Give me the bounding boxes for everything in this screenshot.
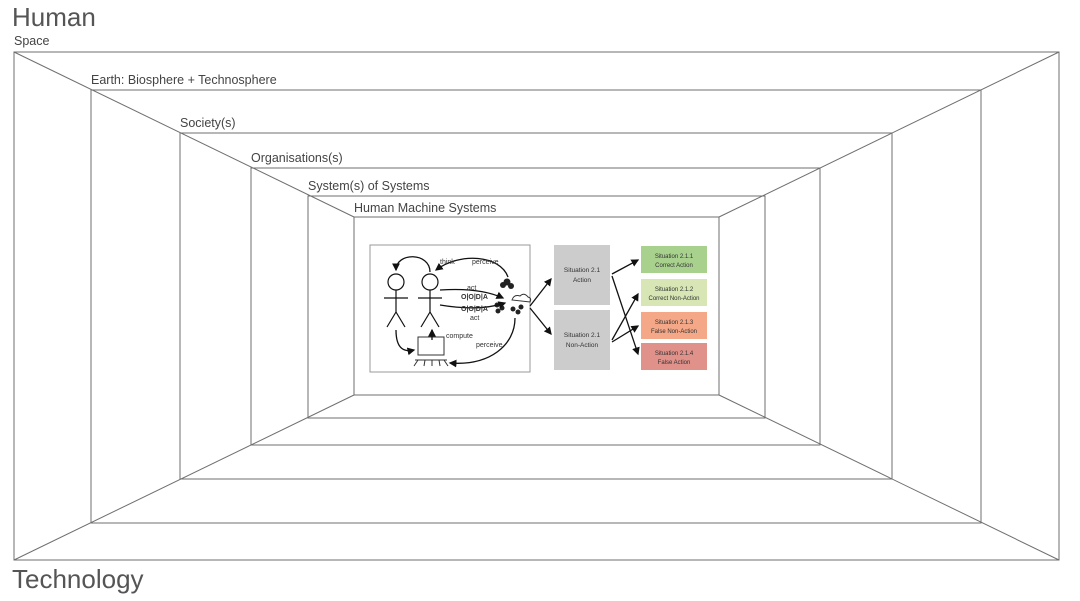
act-bottom-label: act [470, 315, 479, 322]
layer-frame-space [13, 51, 1060, 561]
computer-icon [413, 336, 449, 367]
layer-label-organisations: Organisations(s) [251, 151, 343, 165]
human-label: Human [12, 2, 96, 32]
layer-label-society: Society(s) [180, 116, 236, 130]
layer-frame-hms [353, 216, 720, 396]
layer-label-earth: Earth: Biosphere + Technosphere [91, 73, 277, 87]
act-arrow-top [439, 288, 505, 299]
outcome-box-false-non-action [641, 312, 707, 339]
outcome-1-line-2: Correct Action [655, 263, 693, 269]
think-label: think [440, 259, 455, 266]
outcome-1-line-1: Situation 2.1.1 [655, 254, 694, 260]
outcome-2-line-1: Situation 2.1.2 [655, 287, 694, 293]
situation-non-action-line-1: Situation 2.1 [564, 332, 601, 339]
human-to-computer-arrow [395, 329, 416, 356]
human-figure-2 [418, 273, 442, 328]
ooda-row-2: O|O|D|A [461, 306, 488, 313]
diagonal-top-right [718, 51, 1060, 218]
outcome-3-line-2: False Non-Action [651, 329, 697, 335]
act-arrow-bottom [439, 301, 507, 309]
outcome-3-line-1: Situation 2.1.3 [655, 320, 694, 326]
outcome-4-line-1: Situation 2.1.4 [655, 351, 694, 357]
arrow-non-action-to-false-non-action [611, 325, 640, 343]
layer-frame-systems-of-systems [307, 195, 766, 419]
act-top-label: act [467, 285, 476, 292]
think-arrow [392, 256, 431, 273]
diagonal-bottom-right [718, 394, 1060, 561]
ooda-row-1: O|O|D|A [461, 294, 488, 301]
layer-label-space: Space [14, 34, 50, 48]
outcome-2-line-2: Correct Non-Action [648, 296, 699, 302]
layer-frame-earth [90, 89, 982, 524]
perceive-arrow-bottom [448, 317, 516, 368]
layer-frame-organisations [250, 167, 821, 446]
arrow-action-to-false-action [611, 275, 640, 356]
diagonal-bottom-left [13, 394, 355, 561]
cloud-icon [511, 293, 532, 303]
branch-arrow-to-non-action [529, 307, 552, 336]
layer-frame-society [179, 132, 893, 480]
situation-action-line-2: Action [573, 277, 591, 284]
situation-action-line-1: Situation 2.1 [564, 267, 601, 274]
perceive-arrow-top [434, 257, 509, 278]
perceive-bottom-label: perceive [476, 342, 503, 349]
technology-label: Technology [12, 564, 144, 594]
human-figure-1 [384, 273, 408, 328]
layer-label-systems-of-systems: System(s) of Systems [308, 179, 430, 193]
arrow-action-to-correct-action [611, 259, 640, 275]
layer-label-human-machine-systems: Human Machine Systems [354, 201, 497, 215]
outcome-box-correct-action [641, 246, 707, 273]
branch-arrow-to-action [529, 277, 552, 307]
compute-label: compute [446, 333, 473, 340]
arrow-non-action-to-correct-non-action [611, 292, 639, 341]
situation-non-action-box [554, 310, 610, 370]
situation-action-box [554, 245, 610, 305]
outcome-4-line-2: False Action [658, 360, 691, 366]
perceive-top-label: perceive [472, 259, 499, 266]
situation-non-action-line-2: Non-Action [566, 342, 599, 349]
diagonal-top-left [13, 51, 355, 218]
outcome-box-false-action [641, 343, 707, 370]
outcome-box-correct-non-action [641, 279, 707, 306]
